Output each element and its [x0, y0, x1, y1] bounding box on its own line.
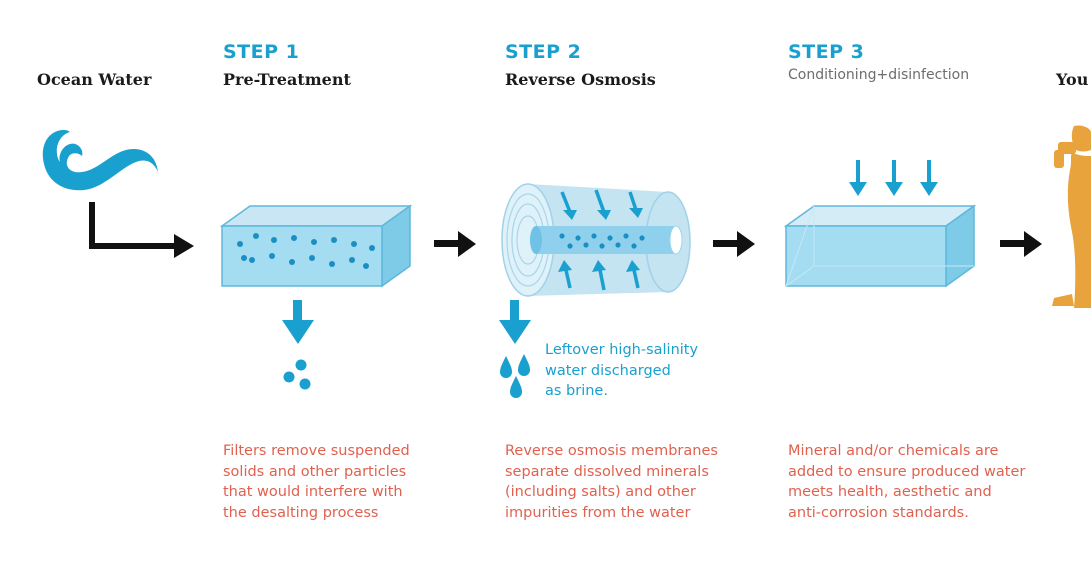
- brine-note-line: water discharged: [545, 362, 671, 379]
- step-3-description-line: meets health, aesthetic and: [788, 484, 992, 500]
- step-1-title: Pre-Treatment: [223, 70, 351, 89]
- step-2-description-line: separate dissolved minerals: [505, 463, 709, 480]
- person-drinking-icon: [1052, 125, 1091, 308]
- conditioning-tank-icon: [783, 204, 977, 288]
- source-flow-arrow: [89, 202, 194, 258]
- ocean-water-label: Ocean Water: [37, 70, 152, 89]
- step-1-description-line: the desalting process: [223, 504, 379, 521]
- step-3-description-line: added to ensure produced water: [788, 463, 1026, 480]
- brine-discharge-icon: [499, 300, 531, 398]
- step-2-description-line: Reverse osmosis membranes: [505, 443, 718, 459]
- brine-note: Leftover high-salinity water discharged …: [545, 340, 698, 402]
- step-3-description: Mineral and/or chemicals are added to en…: [788, 441, 1025, 523]
- membrane-cylinder-icon: [501, 183, 691, 297]
- step-1-description-line: that would interfere with: [223, 484, 403, 500]
- brine-note-line: as brine.: [545, 383, 608, 399]
- step-3-description-line: Mineral and/or chemicals are: [788, 443, 999, 459]
- step-2-description: Reverse osmosis membranes separate disso…: [505, 441, 718, 523]
- flow-arrow-1: [434, 231, 476, 257]
- brine-note-line: Leftover high-salinity: [545, 342, 699, 358]
- step-3-number: STEP 3: [788, 41, 865, 63]
- filtered-particles-icon: [282, 300, 314, 390]
- step-2-description-line: impurities from the water: [505, 504, 691, 521]
- step-2-number: STEP 2: [505, 41, 582, 63]
- step-3-description-line: anti-corrosion standards.: [788, 504, 969, 521]
- step-1-number: STEP 1: [223, 41, 300, 63]
- step-1-description: Filters remove suspended solids and othe…: [223, 441, 410, 523]
- destination-label: You: [1056, 70, 1089, 89]
- flow-arrow-2: [713, 231, 755, 257]
- step-1-description-line: Filters remove suspended: [223, 443, 410, 459]
- step-2-description-line: (including salts) and other: [505, 484, 696, 500]
- step-1-description-line: solids and other particles: [223, 463, 407, 480]
- step-2-title: Reverse Osmosis: [505, 70, 656, 89]
- flow-arrow-3: [1000, 231, 1042, 257]
- step-3-title: Conditioning+disinfection: [788, 67, 970, 83]
- filter-tank-icon: [219, 204, 413, 288]
- wave-icon: [42, 130, 158, 191]
- chemical-dosing-arrows: [849, 160, 938, 196]
